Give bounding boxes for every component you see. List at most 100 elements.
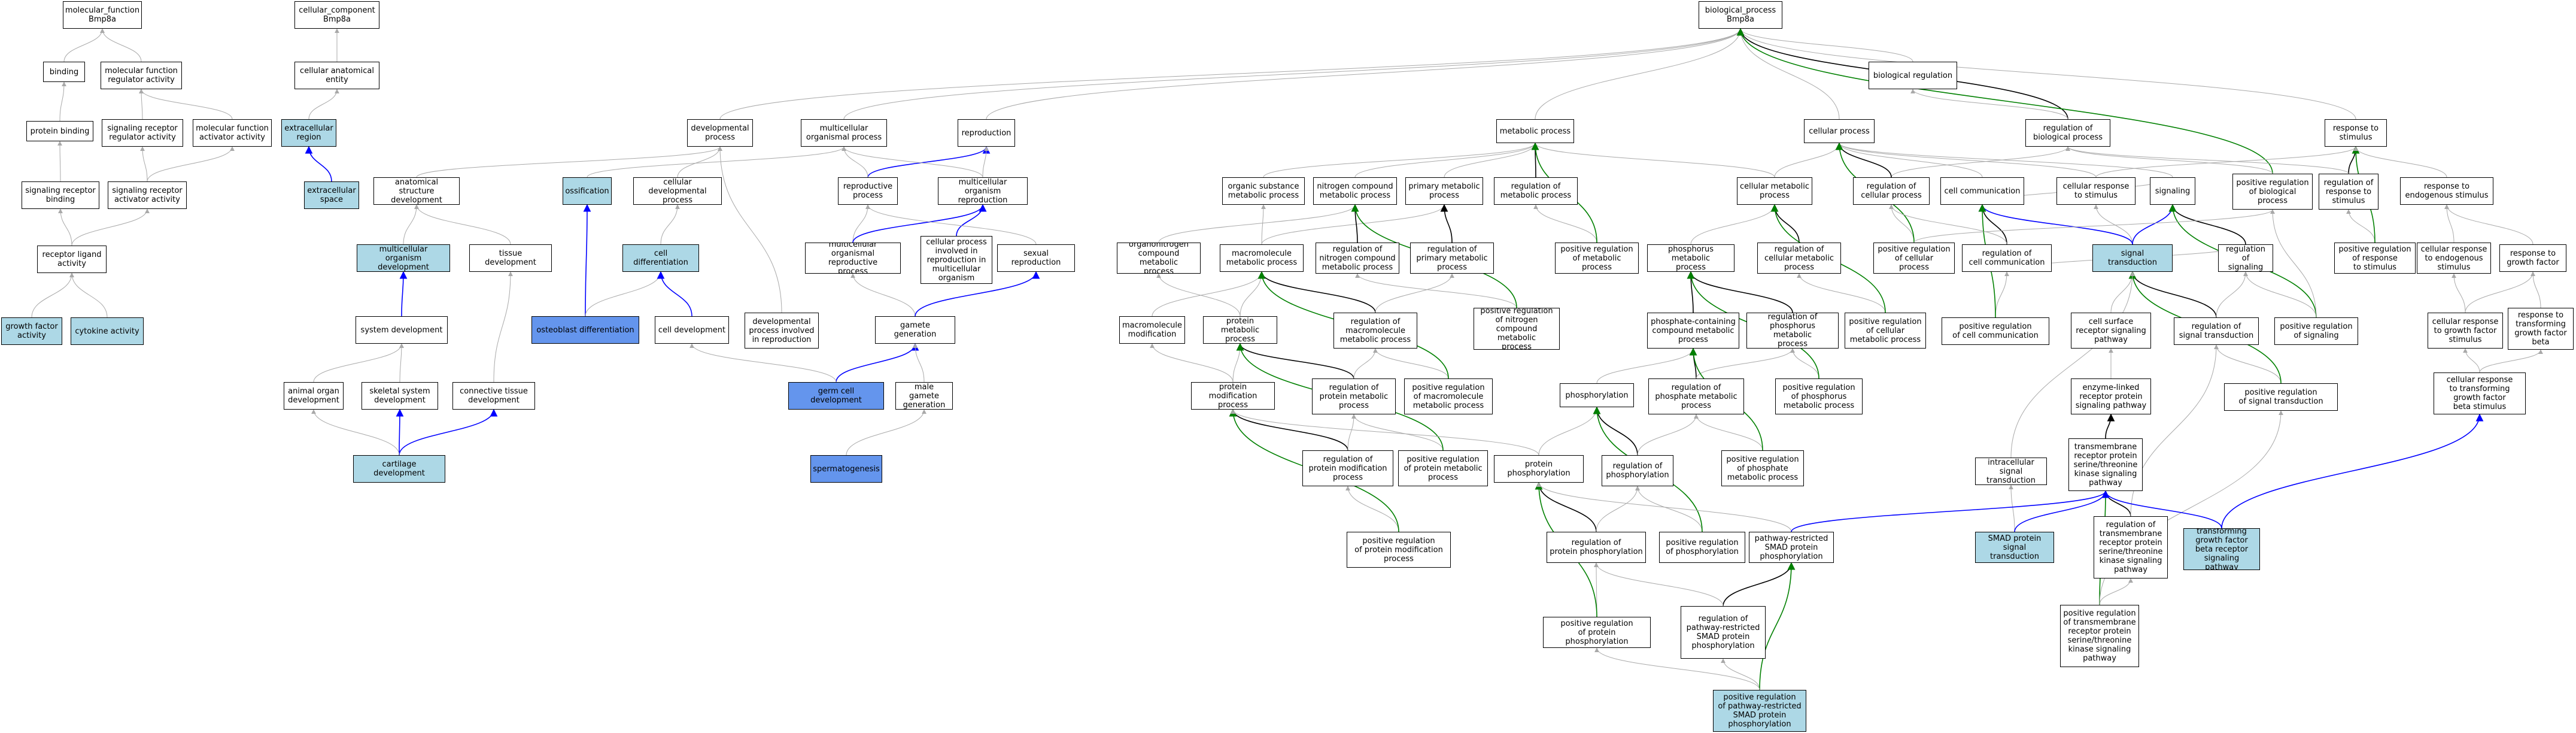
node-signal-transduction[interactable]: signal transduction: [2092, 244, 2173, 272]
node-system-development[interactable]: system development: [356, 316, 448, 344]
node-regulation-of-protein-modification[interactable]: regulation of protein modification proce…: [1302, 450, 1393, 486]
node-anatomical-structure-development[interactable]: anatomical structure development: [373, 177, 460, 205]
node-regulation-of-macromolecule-metabolic[interactable]: regulation of macromolecule metabolic pr…: [1333, 313, 1417, 349]
node-protein-metabolic[interactable]: protein metabolic process: [1203, 316, 1277, 344]
node-phosphorus-metabolic[interactable]: phosphorus metabolic process: [1647, 244, 1734, 272]
node-positive-regulation-of-pathway-restricted-smad[interactable]: positive regulation of pathway-restricte…: [1713, 690, 1806, 732]
node-positive-regulation-of-phosphorylation[interactable]: positive regulation of phosphorylation: [1659, 532, 1745, 563]
node-osteoblast-differentiation[interactable]: osteoblast differentiation: [531, 316, 639, 344]
node-smad-protein-signal-transduction[interactable]: SMAD protein signal transduction: [1975, 532, 2054, 563]
node-regulation-of-transmembrane-serine-threonine[interactable]: regulation of transmembrane receptor pro…: [2094, 516, 2168, 578]
node-enzyme-linked-receptor[interactable]: enzyme-linked receptor protein signaling…: [2071, 378, 2151, 414]
node-developmental-process[interactable]: developmental process: [687, 119, 753, 147]
node-spermatogenesis[interactable]: spermatogenesis: [810, 455, 882, 483]
node-cytokine[interactable]: cytokine activity: [71, 317, 144, 345]
node-reproductive-process[interactable]: reproductive process: [838, 177, 898, 205]
node-positive-regulation-of-protein-modification[interactable]: positive regulation of protein modificat…: [1347, 532, 1451, 568]
node-organonitrogen-compound[interactable]: organonitrogen compound metabolic proces…: [1117, 243, 1201, 274]
node-regulation-of-cellular-process[interactable]: regulation of cellular process: [1853, 177, 1930, 205]
node-signaling-receptor-regulator[interactable]: signaling receptor regulator activity: [102, 119, 183, 147]
node-positive-regulation-of-cell-communication[interactable]: positive regulation of cell communicatio…: [1942, 317, 2049, 345]
node-response-to-stimulus[interactable]: response to stimulus: [2325, 119, 2387, 147]
node-regulation-of-signaling[interactable]: regulation of signaling: [2218, 244, 2273, 272]
node-positive-regulation-of-transmembrane-serine-threonine[interactable]: positive regulation of transmembrane rec…: [2060, 605, 2139, 667]
node-skeletal-system-development[interactable]: skeletal system development: [362, 382, 438, 410]
node-male-gamete-generation[interactable]: male gamete generation: [895, 382, 953, 410]
node-bp-root[interactable]: biological_process Bmp8a: [1699, 1, 1782, 29]
node-receptor-ligand[interactable]: receptor ligand activity: [37, 246, 107, 273]
node-ossification[interactable]: ossification: [563, 177, 612, 205]
node-signaling[interactable]: signaling: [2150, 177, 2195, 205]
node-response-to-growth-factor[interactable]: response to growth factor: [2499, 244, 2566, 272]
node-protein-binding[interactable]: protein binding: [26, 121, 93, 141]
node-extracellular-region[interactable]: extracellular region: [281, 119, 336, 147]
node-cc-anatomical[interactable]: cellular anatomical entity: [294, 62, 379, 89]
node-cell-communication[interactable]: cell communication: [1940, 177, 2024, 205]
node-cellular-response-to-growth-factor[interactable]: cellular response to growth factor stimu…: [2428, 313, 2503, 349]
node-germ-cell-development[interactable]: germ cell development: [788, 382, 884, 410]
node-positive-regulation-of-signaling[interactable]: positive regulation of signaling: [2274, 317, 2358, 345]
node-regulation-of-metabolic[interactable]: regulation of metabolic process: [1494, 177, 1578, 205]
node-cellular-response-to-endogenous-stimulus[interactable]: cellular response to endogenous stimulus: [2417, 243, 2491, 274]
node-regulation-of-phosphorus-metabolic[interactable]: regulation of phosphorus metabolic proce…: [1746, 313, 1839, 349]
node-tissue-development[interactable]: tissue development: [469, 244, 552, 272]
node-regulation-of-protein-phosphorylation[interactable]: regulation of protein phosphorylation: [1547, 532, 1646, 563]
node-positive-regulation-of-signal-transduction[interactable]: positive regulation of signal transducti…: [2224, 383, 2338, 411]
node-multicellular-organism-reproduction[interactable]: multicellular organism reproduction: [938, 177, 1028, 205]
node-signaling-receptor-binding[interactable]: signaling receptor binding: [22, 181, 99, 209]
node-phosphate-containing-compound[interactable]: phosphate-containing compound metabolic …: [1647, 313, 1739, 349]
node-positive-regulation-of-response-to-stimulus[interactable]: positive regulation of response to stimu…: [2334, 243, 2416, 274]
node-regulation-of-cell-communication[interactable]: regulation of cell communication: [1962, 244, 2052, 272]
node-response-to-transforming-growth-factor-beta[interactable]: response to transforming growth factor b…: [2508, 308, 2574, 350]
node-regulation-of-cellular-metabolic[interactable]: regulation of cellular metabolic process: [1757, 243, 1841, 274]
node-positive-regulation-of-cellular-metabolic[interactable]: positive regulation of cellular metaboli…: [1845, 313, 1926, 349]
node-cellular-developmental-process[interactable]: cellular developmental process: [633, 177, 722, 205]
node-regulation-of-pathway-restricted-smad[interactable]: regulation of pathway-restricted SMAD pr…: [1681, 606, 1766, 659]
node-transforming-growth-factor-beta-receptor[interactable]: transforming growth factor beta receptor…: [2183, 528, 2260, 570]
node-binding[interactable]: binding: [43, 62, 85, 82]
node-cellular-response-to-stimulus[interactable]: cellular response to stimulus: [2056, 177, 2135, 205]
node-protein-modification[interactable]: protein modification process: [1191, 382, 1275, 410]
node-positive-regulation-of-cellular-process[interactable]: positive regulation of cellular process: [1873, 243, 1955, 274]
node-positive-regulation-of-metabolic[interactable]: positive regulation of metabolic process: [1555, 243, 1639, 274]
node-regulation-of-response-to-stimulus[interactable]: regulation of response to stimulus: [2319, 174, 2378, 210]
node-gamete-generation[interactable]: gamete generation: [875, 316, 955, 344]
node-extracellular-space[interactable]: extracellular space: [304, 181, 359, 209]
node-cellular-process[interactable]: cellular process: [1804, 119, 1875, 143]
node-macromolecule-modification[interactable]: macromolecule modification: [1119, 316, 1185, 344]
node-cartilage-development[interactable]: cartilage development: [353, 455, 445, 483]
node-transmembrane-serine-threonine-kinase[interactable]: transmembrane receptor protein serine/th…: [2068, 438, 2143, 491]
node-macromolecule-metabolic[interactable]: macromolecule metabolic process: [1220, 244, 1304, 272]
node-cell-surface-receptor-signaling[interactable]: cell surface receptor signaling pathway: [2071, 313, 2151, 349]
node-positive-regulation-of-protein-metabolic[interactable]: positive regulation of protein metabolic…: [1398, 450, 1488, 486]
node-regulation-of-phosphate-metabolic[interactable]: regulation of phosphate metabolic proces…: [1648, 378, 1744, 414]
node-regulation-of-nitrogen-compound[interactable]: regulation of nitrogen compound metaboli…: [1316, 243, 1399, 274]
node-phosphorylation[interactable]: phosphorylation: [1560, 383, 1634, 407]
node-cc-root[interactable]: cellular_component Bmp8a: [294, 1, 379, 29]
node-primary-metabolic[interactable]: primary metabolic process: [1405, 177, 1483, 205]
node-biological-regulation[interactable]: biological regulation: [1869, 62, 1957, 89]
node-response-to-endogenous-stimulus[interactable]: response to endogenous stimulus: [2400, 177, 2493, 205]
node-mf-root[interactable]: molecular_function Bmp8a: [63, 1, 142, 29]
node-positive-regulation-of-phosphorus-metabolic[interactable]: positive regulation of phosphorus metabo…: [1775, 378, 1863, 414]
node-multicellular-organismal-reproductive-process[interactable]: multicellular organismal reproductive pr…: [805, 243, 901, 274]
node-positive-regulation-of-macromolecule-metabolic[interactable]: positive regulation of macromolecule met…: [1404, 378, 1493, 414]
node-intracellular-signal-transduction[interactable]: intracellular signal transduction: [1975, 458, 2047, 485]
node-cellular-metabolic[interactable]: cellular metabolic process: [1737, 177, 1812, 205]
node-nitrogen-compound-metabolic[interactable]: nitrogen compound metabolic process: [1313, 177, 1397, 205]
node-organic-substance-metabolic[interactable]: organic substance metabolic process: [1222, 177, 1305, 205]
node-signaling-receptor-activator[interactable]: signaling receptor activator activity: [108, 181, 187, 209]
node-reproduction[interactable]: reproduction: [958, 119, 1015, 147]
node-regulation-of-primary-metabolic[interactable]: regulation of primary metabolic process: [1410, 243, 1494, 274]
node-positive-regulation-of-nitrogen-compound[interactable]: positive regulation of nitrogen compound…: [1474, 308, 1560, 350]
node-connective-tissue-development[interactable]: connective tissue development: [452, 382, 535, 410]
node-regulation-of-phosphorylation[interactable]: regulation of phosphorylation: [1602, 455, 1673, 486]
node-growth-factor[interactable]: growth factor activity: [1, 317, 62, 345]
node-regulation-of-protein-metabolic[interactable]: regulation of protein metabolic process: [1312, 378, 1396, 414]
node-animal-organ-development[interactable]: animal organ development: [284, 382, 344, 410]
node-pathway-restricted-smad-phosphorylation[interactable]: pathway-restricted SMAD protein phosphor…: [1749, 532, 1834, 563]
node-cell-development[interactable]: cell development: [655, 316, 729, 344]
node-mf-regulator[interactable]: molecular function regulator activity: [101, 62, 182, 89]
node-multicellular-organismal[interactable]: multicellular organismal process: [801, 119, 887, 147]
node-cellular-process-involved-in-reproduction[interactable]: cellular process involved in reproductio…: [921, 236, 992, 284]
